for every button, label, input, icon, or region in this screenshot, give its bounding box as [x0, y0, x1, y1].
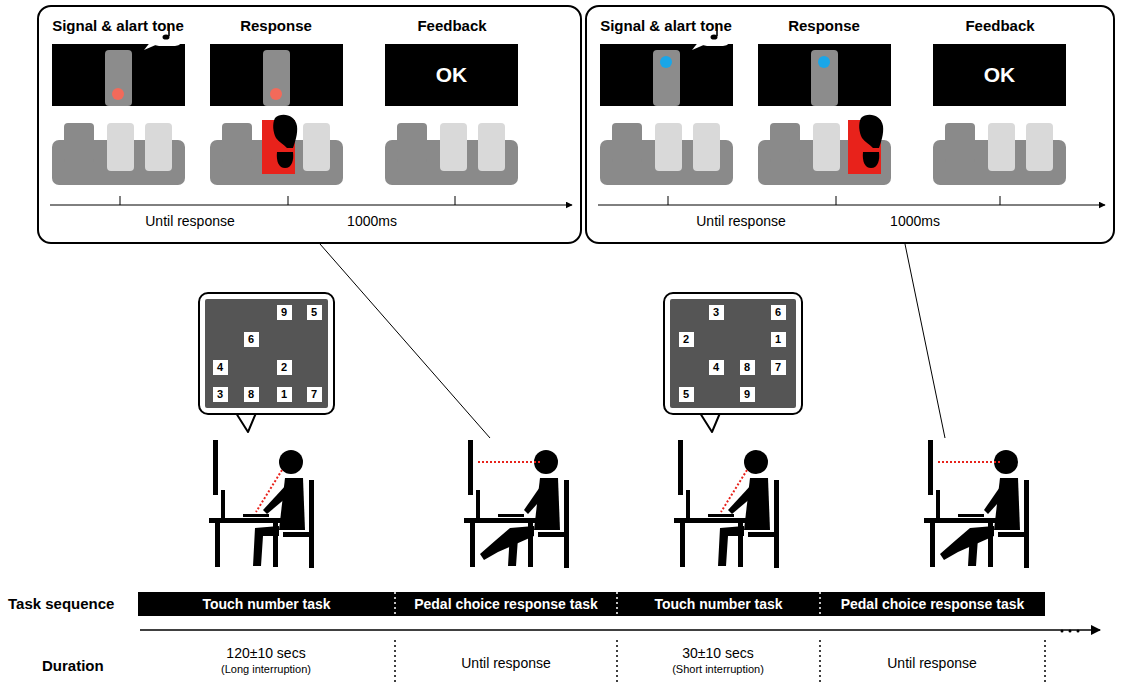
number-tile: 2 [277, 360, 292, 375]
task-segment: Touch number task [617, 592, 820, 616]
task-segment: Pedal choice response task [395, 592, 617, 616]
duration-label: (Long interruption) [221, 663, 311, 675]
phase-heading: Feedback [417, 17, 486, 34]
number-tile: 4 [709, 360, 724, 375]
number-tile: 2 [679, 332, 694, 347]
time-label: Until response [142, 213, 238, 229]
trial-panel: Signal & alart tone Response FeedbackUntil… [37, 5, 582, 244]
task-name: Touch number task [202, 596, 330, 612]
speech-bubble: 95 6 4 2 3 8 17 [198, 292, 335, 415]
phase-heading: Feedback [965, 17, 1034, 34]
feedback-text: OK [984, 63, 1016, 87]
duration-label: 120±10 secs [226, 645, 305, 661]
number-tile: 6 [244, 332, 259, 347]
number-tile: 3 [709, 305, 724, 320]
number-tile: 7 [307, 387, 322, 402]
trial-panel: Signal & alart tone Response FeedbackUntil… [585, 5, 1115, 244]
feedback-text: OK [436, 63, 468, 87]
task-segment: Touch number task [138, 592, 395, 616]
task-name: Pedal choice response task [414, 596, 598, 612]
time-label: 1000ms [344, 213, 400, 229]
number-tile: 9 [740, 387, 755, 402]
phase-heading: Signal & alart tone [600, 17, 732, 34]
time-label: Until response [693, 213, 789, 229]
task-segment: Pedal choice response task [820, 592, 1045, 616]
speech-bubble: 3 6 2 1 4 8 7 5 9 [663, 292, 803, 415]
number-tile: 1 [277, 387, 292, 402]
number-tile: 4 [213, 360, 228, 375]
number-tile: 5 [679, 387, 694, 402]
phase-heading: Response [788, 17, 860, 34]
phase-heading: Signal & alart tone [52, 17, 184, 34]
number-tile: 8 [740, 360, 755, 375]
number-tile: 5 [307, 305, 322, 320]
number-tile: 7 [771, 360, 786, 375]
row-label: Duration [42, 657, 104, 674]
time-label: 1000ms [887, 213, 943, 229]
duration-label: Until response [887, 655, 977, 671]
number-tile: 1 [771, 332, 786, 347]
number-tile: 8 [244, 387, 259, 402]
feedback-screen: OK [385, 44, 518, 106]
duration-label: 30±10 secs [682, 645, 754, 661]
number-tile: 9 [277, 305, 292, 320]
duration-label: Until response [461, 655, 551, 671]
task-name: Touch number task [654, 596, 782, 612]
task-name: Pedal choice response task [841, 596, 1025, 612]
number-tile: 6 [771, 305, 786, 320]
number-tile: 3 [213, 387, 228, 402]
phase-heading: Response [240, 17, 312, 34]
duration-label: (Short interruption) [672, 663, 764, 675]
row-label: Task sequence [8, 595, 114, 612]
feedback-screen: OK [933, 44, 1066, 106]
